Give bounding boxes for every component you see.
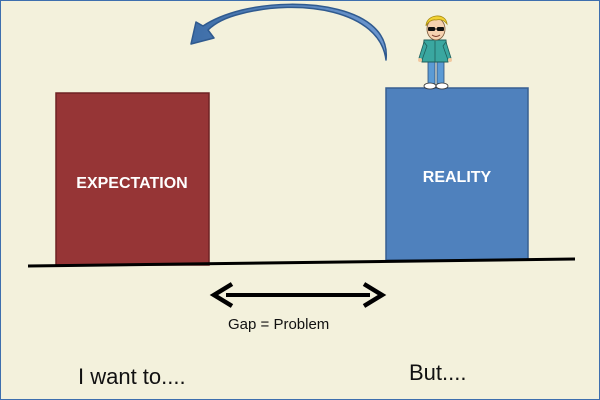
reality-box: REALITY bbox=[385, 87, 529, 261]
curved-arrow-icon bbox=[190, 3, 387, 61]
double-arrow-icon bbox=[209, 282, 387, 308]
but-caption: But.... bbox=[409, 360, 467, 385]
ground-line bbox=[27, 257, 576, 268]
gap-caption: Gap = Problem bbox=[228, 316, 330, 333]
reality-label: REALITY bbox=[423, 169, 492, 186]
want-caption: I want to.... bbox=[78, 364, 186, 389]
expectation-box: EXPECTATION bbox=[55, 92, 210, 266]
expectation-label: EXPECTATION bbox=[76, 175, 187, 192]
cartoon-person-icon bbox=[418, 15, 452, 90]
